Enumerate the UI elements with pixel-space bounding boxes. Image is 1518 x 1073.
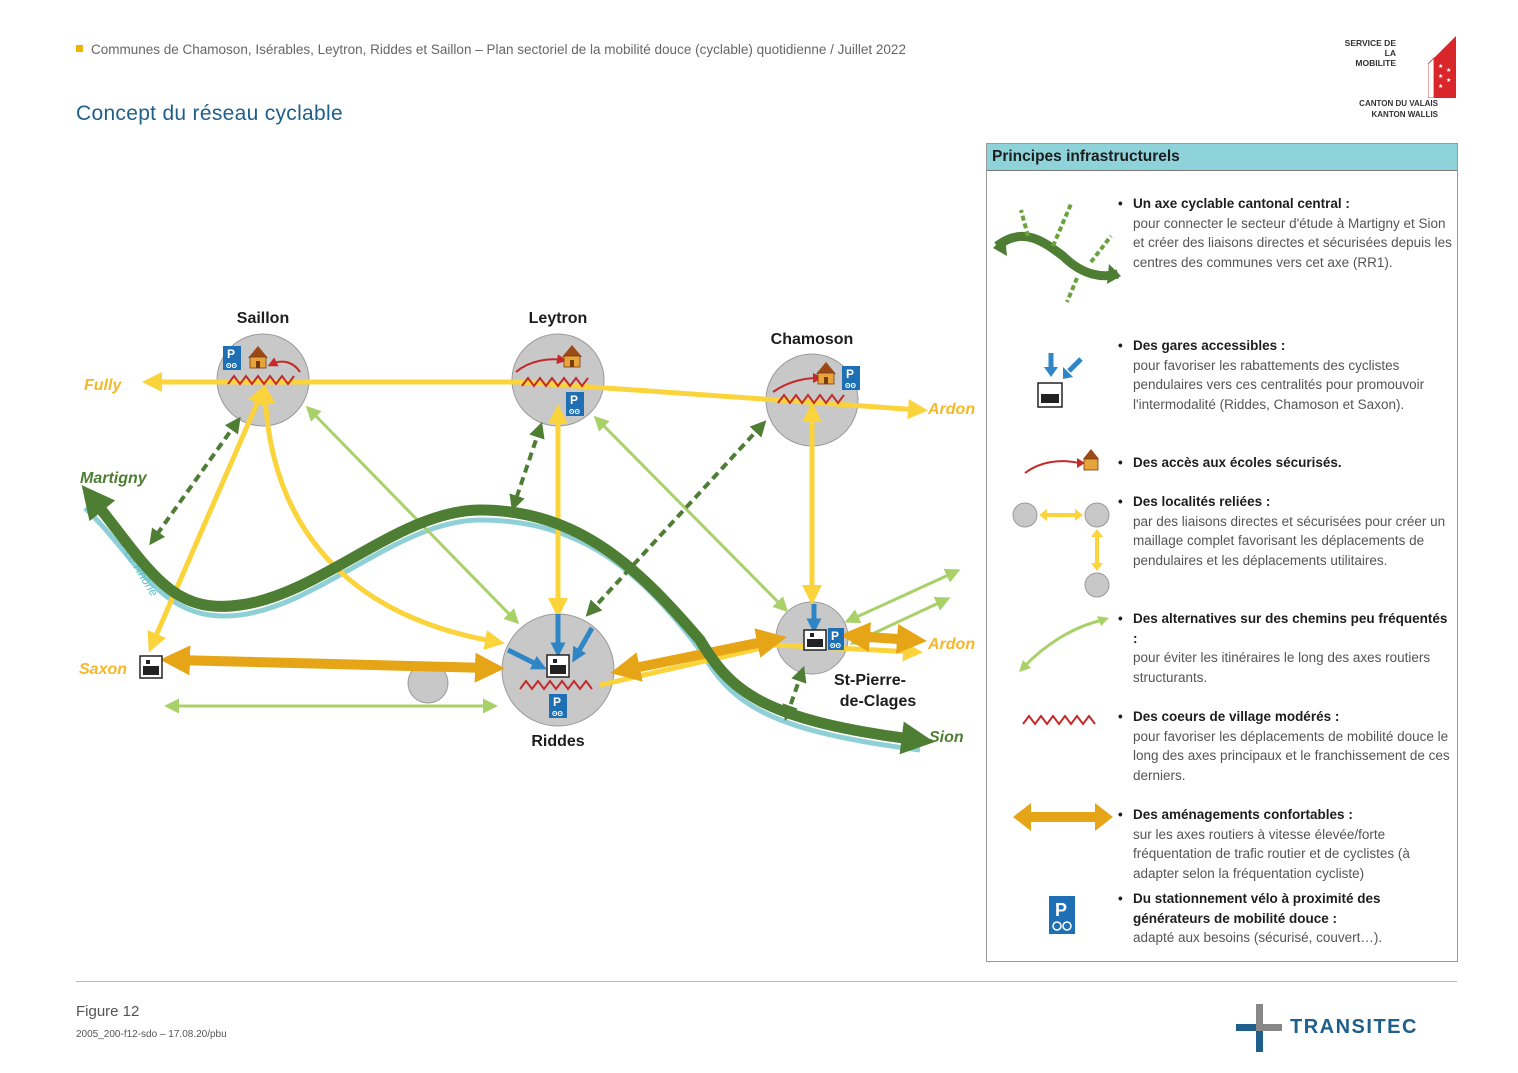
svg-text:ʘʘ: ʘʘ	[569, 409, 580, 416]
svg-text:P: P	[553, 695, 561, 709]
station-access-icon	[1037, 353, 1083, 408]
station-arrow-riddes-3	[506, 647, 547, 670]
legend-item-village-hearts: •Des coeurs de village modérés :pour fav…	[1118, 709, 1450, 783]
figure-reference: 2005_200-f12-sdo – 17.08.20/pbu	[76, 1029, 227, 1040]
legend-item-title: Un axe cyclable cantonal central :	[1133, 196, 1350, 211]
transitec-logo: TRANSITEC	[1236, 1004, 1416, 1057]
footer-divider	[76, 981, 1457, 982]
legend-panel: Principes infrastructurels •Un axe cycla…	[986, 143, 1458, 962]
village-heart-icon	[1022, 714, 1096, 726]
legend-item-text: pour connecter le secteur d'étude à Mart…	[1133, 215, 1452, 270]
svg-text:ʘʘ: ʘʘ	[552, 711, 563, 718]
label-riddes: Riddes	[531, 733, 584, 750]
svg-text:★: ★	[1446, 67, 1451, 74]
dest-sion: Sion	[929, 729, 964, 746]
svg-text:ʘʘ: ʘʘ	[845, 383, 856, 390]
rhone-label: ← Le Rhône	[113, 534, 161, 599]
header-text: Communes de Chamoson, Isérables, Leytron…	[91, 42, 906, 57]
alt-stpierre-east-1	[844, 568, 961, 624]
svg-text:★: ★	[1438, 83, 1443, 90]
alternative-route-icon	[1019, 616, 1109, 672]
svg-text:P: P	[570, 393, 578, 407]
school-access-saillon	[267, 357, 301, 373]
school-access-leytron	[515, 354, 567, 373]
svg-text:P: P	[227, 347, 235, 361]
cycling-network-diagram: ← Le Rhône	[79, 310, 975, 755]
label-st-pierre-2: de-Clages	[840, 693, 917, 710]
legend-item-alternatives: •Des alternatives sur des chemins peu fr…	[1118, 611, 1448, 685]
legend-item-comfort: •Des aménagements confortables :sur les …	[1118, 807, 1410, 881]
cantonal-axis	[81, 485, 935, 755]
figure-number: Figure 12	[76, 1003, 140, 1020]
legend-heading: Principes infrastructurels	[987, 144, 1457, 171]
dash-leytron-axis	[509, 421, 545, 512]
village-heart-riddes	[519, 679, 593, 691]
svg-text:★: ★	[1438, 73, 1443, 80]
school-icon	[248, 345, 836, 385]
svg-text:★: ★	[1446, 77, 1451, 84]
cantonal-axis-icon	[993, 203, 1121, 303]
village-heart-leytron	[521, 376, 589, 388]
svg-text:★: ★	[1438, 63, 1443, 70]
comfort-route-icon	[1013, 803, 1113, 831]
label-saillon: Saillon	[237, 310, 289, 327]
station-arrow-riddes-2	[572, 626, 595, 663]
village-heart-chamoson	[777, 393, 845, 405]
transitec-mark-icon	[1236, 1004, 1282, 1052]
valais-flag-icon: ★★★★★	[1428, 36, 1456, 98]
page-title: Concept du réseau cyclable	[76, 102, 343, 125]
school-access-chamoson	[772, 373, 823, 393]
svg-text:P: P	[1055, 900, 1067, 920]
svg-text:ʘʘ: ʘʘ	[226, 363, 237, 370]
bike-parking-legend-icon: P	[1049, 896, 1075, 934]
logo-service-line2: MOBILITE	[1355, 58, 1396, 68]
document-header: Communes de Chamoson, Isérables, Leytron…	[76, 42, 906, 57]
legend-item-schools: •Des accès aux écoles sécurisés.	[1118, 455, 1342, 470]
label-chamoson: Chamoson	[771, 331, 854, 348]
svg-text:P: P	[846, 367, 854, 381]
legend-item-parking: •Du stationnement vélo à proximité des g…	[1118, 891, 1383, 945]
dest-fully: Fully	[84, 377, 122, 394]
station-icon	[139, 629, 827, 679]
legend-item-axis: •Un axe cyclable cantonal central :pour …	[1118, 196, 1452, 270]
dash-saillon-axis	[149, 416, 241, 546]
dest-ardon-top: Ardon	[927, 401, 975, 418]
svg-text:P: P	[831, 629, 839, 643]
comfort-stpierre-ardon	[840, 622, 927, 654]
legend-item-stations: •Des gares accessibles :pour favoriser l…	[1118, 338, 1425, 412]
legend-item-localities: •Des localités reliées :par des liaisons…	[1118, 494, 1446, 568]
transitec-wordmark: TRANSITEC	[1290, 1016, 1418, 1038]
village-heart-saillon	[227, 374, 295, 386]
logo-service-line1: SERVICE DE LA	[1344, 38, 1396, 58]
logo-canton-line2: KANTON WALLIS	[1371, 110, 1438, 119]
label-leytron: Leytron	[529, 310, 588, 327]
svg-text:ʘʘ: ʘʘ	[830, 643, 841, 650]
dest-martigny: Martigny	[80, 470, 148, 487]
dash-stpierre-axis	[782, 665, 807, 722]
dest-ardon-bottom: Ardon	[927, 636, 975, 653]
school-access-icon	[1024, 449, 1099, 474]
logo-canton-line1: CANTON DU VALAIS	[1359, 99, 1438, 108]
bike-parking-icon: Pʘʘ Pʘʘ Pʘʘ Pʘʘ Pʘʘ	[223, 346, 860, 718]
linked-localities-icon	[1012, 502, 1110, 598]
dest-saxon: Saxon	[79, 661, 127, 678]
comfort-saxon-riddes	[160, 645, 505, 683]
alt-leytron-stpierre	[593, 415, 789, 613]
link-saillon-riddes	[255, 384, 505, 650]
dash-chamoson-riddes	[585, 420, 767, 617]
header-bullet	[76, 44, 83, 52]
label-st-pierre-1: St-Pierre-	[834, 672, 906, 689]
